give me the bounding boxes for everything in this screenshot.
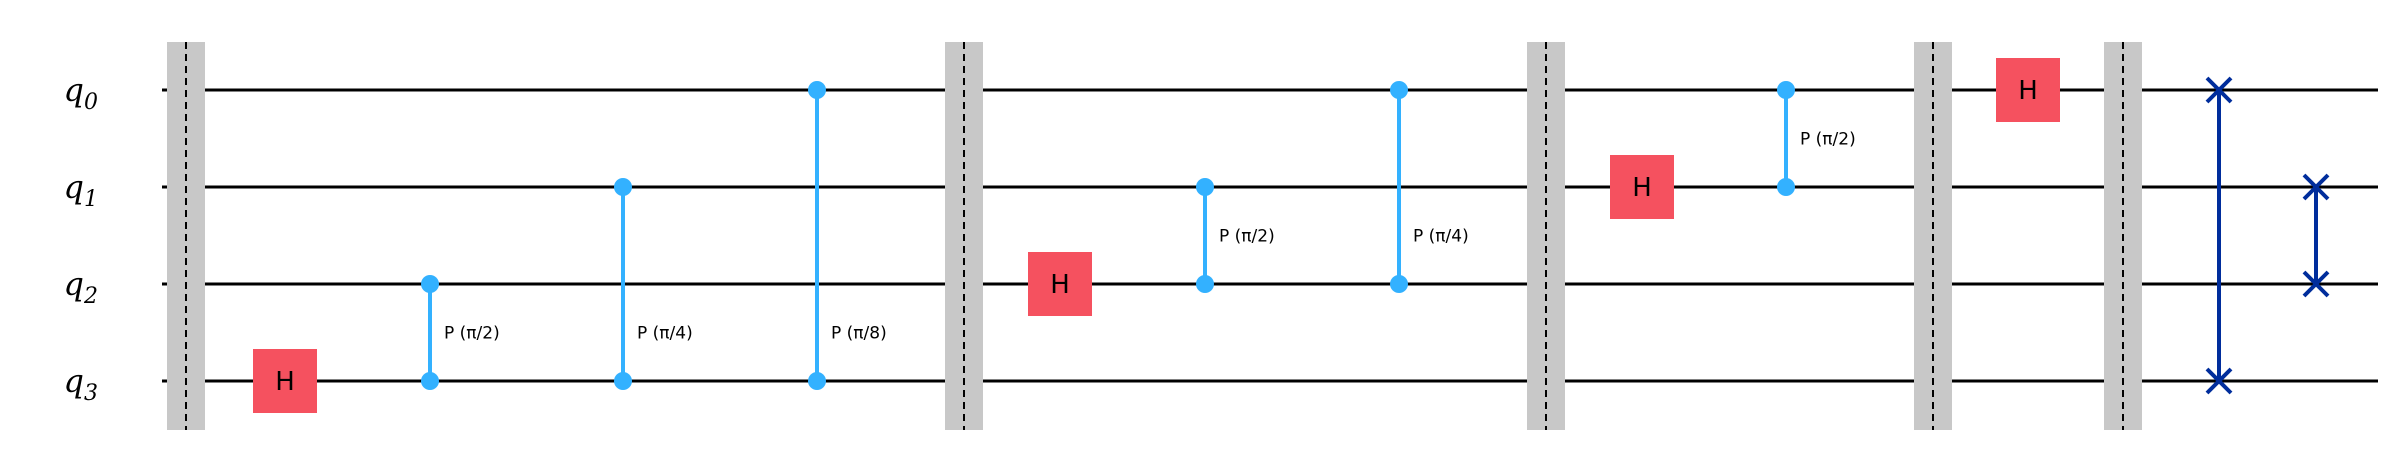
hadamard-gate-label: H	[1050, 270, 1070, 300]
control-dot	[614, 178, 632, 196]
target-dot	[421, 372, 439, 390]
hadamard-gate-q2	[1028, 252, 1092, 316]
target-dot	[808, 372, 826, 390]
controlled-phase-label: P (π/2)	[1800, 130, 1856, 150]
target-dot	[1390, 275, 1408, 293]
control-dot	[421, 275, 439, 293]
target-dot	[1196, 275, 1214, 293]
hadamard-gate-q3	[253, 349, 317, 413]
qubit-labels: q0 q1 q2 q3	[64, 71, 98, 406]
qubit-label-3: q3	[64, 362, 98, 406]
qubit-label-0: q0	[64, 71, 98, 115]
controlled-phase-label: P (π/4)	[637, 324, 693, 344]
swap-cross-icon	[2302, 173, 2330, 201]
hadamard-gate-q1	[1610, 155, 1674, 219]
controlled-phase-label: P (π/4)	[1413, 227, 1469, 247]
hadamard-gate-label: H	[275, 367, 295, 397]
control-dot	[1777, 81, 1795, 99]
target-dot	[614, 372, 632, 390]
swap-cross-icon	[2302, 270, 2330, 298]
swap-cross-icon	[2205, 76, 2233, 104]
controlled-phase-label: P (π/2)	[1219, 227, 1275, 247]
qubit-label-1: q1	[64, 168, 98, 212]
controlled-phase-label: P (π/2)	[444, 324, 500, 344]
swap-cross-icon	[2205, 367, 2233, 395]
control-dot	[1390, 81, 1408, 99]
target-dot	[1777, 178, 1795, 196]
barriers	[167, 42, 2142, 430]
hadamard-gate-label: H	[2018, 76, 2038, 106]
hadamard-gate-q0	[1996, 58, 2060, 122]
gates: H P (π/2) P (π/4) P (π/8) H P (π/2) P (π/4) H P …	[253, 58, 2330, 413]
qubit-label-2: q2	[64, 265, 98, 309]
controlled-phase-label: P (π/8)	[831, 324, 887, 344]
control-dot	[808, 81, 826, 99]
control-dot	[1196, 178, 1214, 196]
hadamard-gate-label: H	[1632, 173, 1652, 203]
